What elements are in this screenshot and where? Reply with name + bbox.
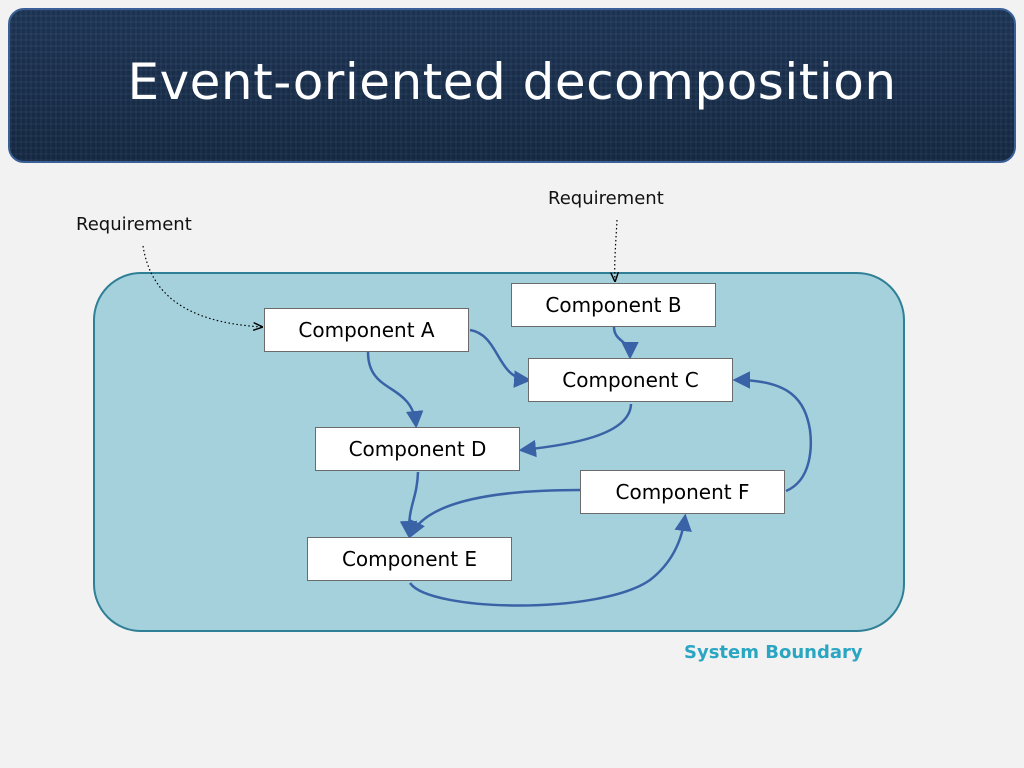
component-b-label: Component B <box>545 293 682 317</box>
component-a: Component A <box>264 308 469 352</box>
page-title: Event-oriented decomposition <box>127 52 897 111</box>
system-boundary-label: System Boundary <box>684 642 863 663</box>
component-b: Component B <box>511 283 716 327</box>
title-bar: Event-oriented decomposition <box>8 8 1016 163</box>
component-a-label: Component A <box>298 318 435 342</box>
component-f: Component F <box>580 470 785 514</box>
component-d-label: Component D <box>348 437 487 461</box>
component-e: Component E <box>307 537 512 581</box>
requirement-label-b: Requirement <box>548 188 664 209</box>
component-e-label: Component E <box>341 547 478 571</box>
component-d: Component D <box>315 427 520 471</box>
component-f-label: Component F <box>615 480 750 504</box>
component-c-label: Component C <box>562 368 699 392</box>
component-c: Component C <box>528 358 733 402</box>
requirement-label-a: Requirement <box>76 214 192 235</box>
